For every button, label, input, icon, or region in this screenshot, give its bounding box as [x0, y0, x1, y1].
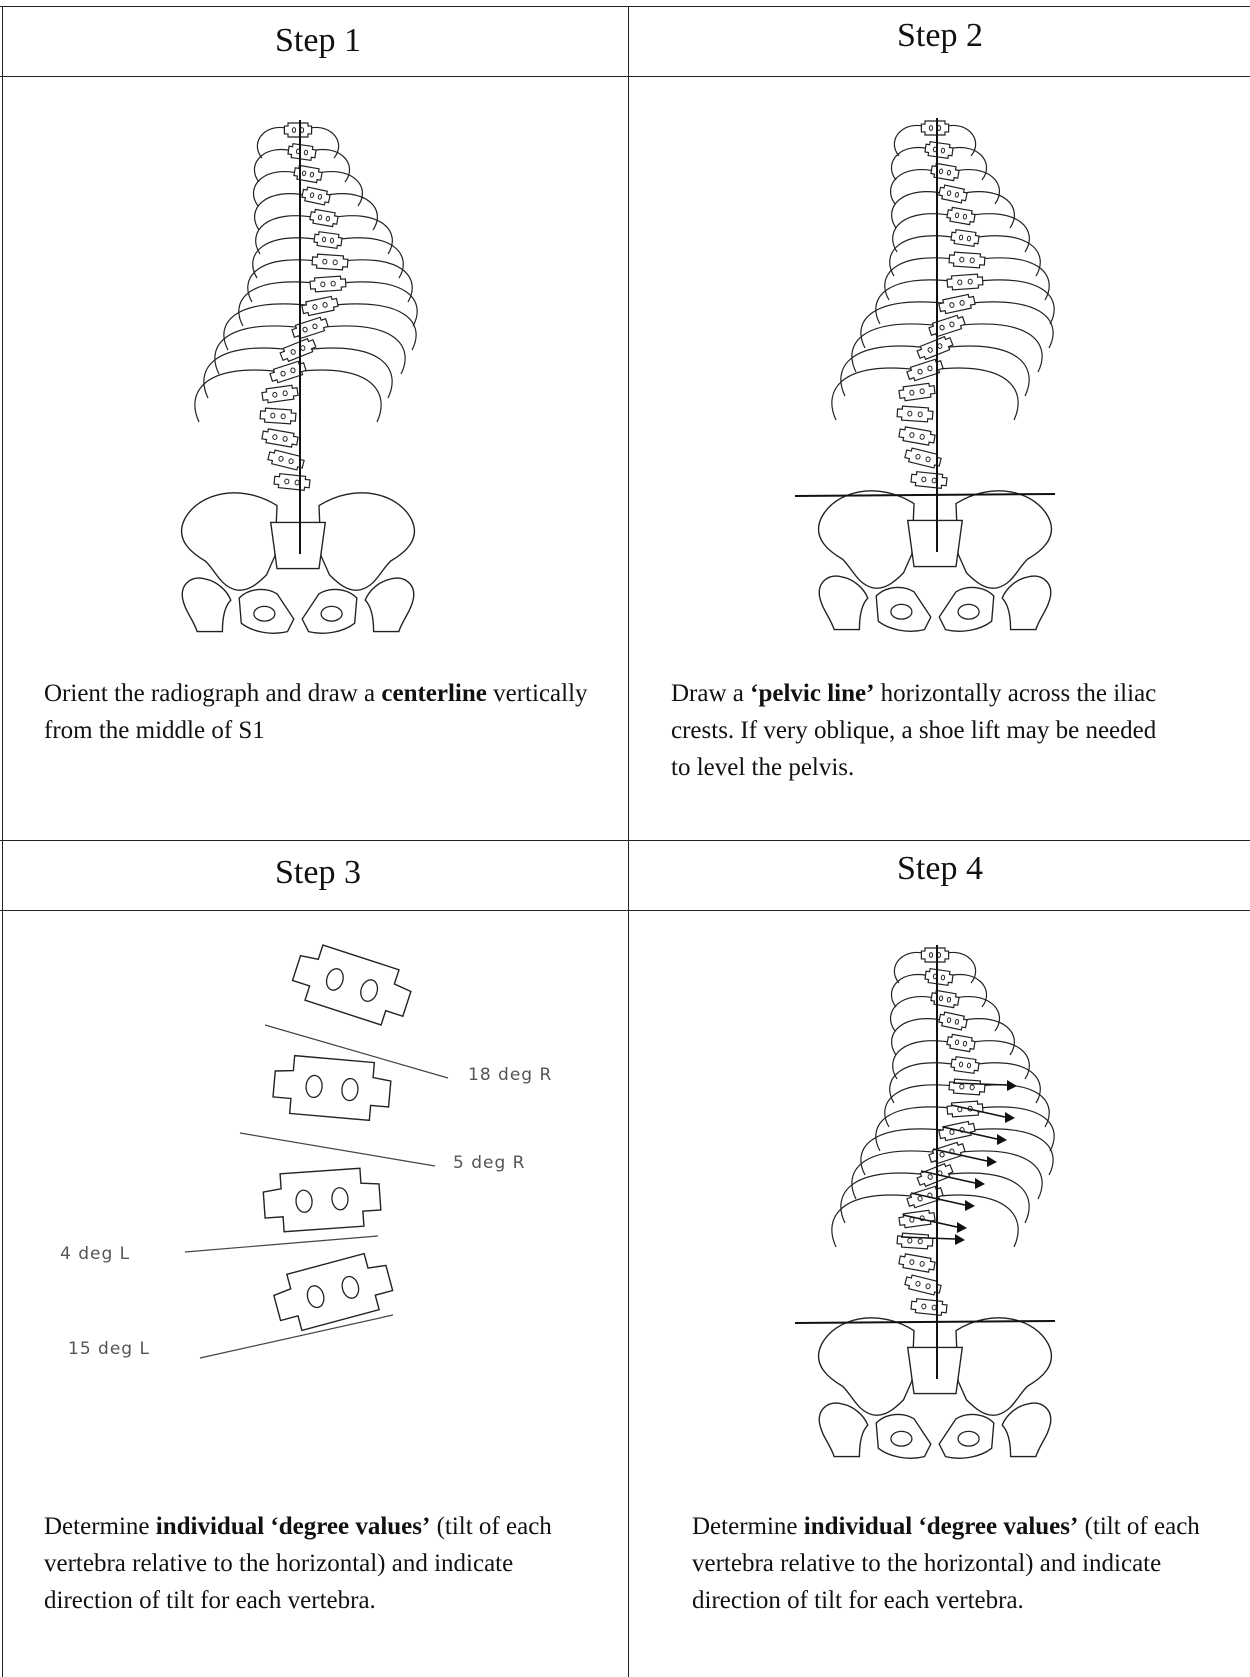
vertebra — [301, 186, 331, 205]
vertebra — [921, 121, 948, 135]
vertebra — [946, 1034, 975, 1053]
frame-header2-bottom — [0, 910, 1250, 911]
vertebra — [898, 426, 935, 446]
spine-figure-tilt-arrows — [805, 945, 1065, 1465]
vertebra — [269, 360, 307, 384]
tilt-line-4 — [200, 1315, 393, 1358]
vertebra — [938, 1011, 968, 1030]
vertebra — [938, 184, 968, 203]
tilt-line-3 — [185, 1236, 378, 1252]
vertebra — [293, 165, 322, 184]
step-2-caption: Draw a ‘pelvic line’ horizontally across… — [671, 675, 1171, 786]
step-4-caption: Determine individual ‘degree values’ (ti… — [692, 1508, 1232, 1619]
vertebra — [930, 163, 959, 182]
vertebra — [947, 274, 983, 290]
vertebra — [938, 1120, 975, 1141]
vertebra — [949, 1079, 985, 1095]
vertebra — [911, 1298, 948, 1316]
vertebra — [897, 1233, 933, 1249]
vertebra — [260, 408, 296, 424]
vertebra — [906, 1185, 944, 1209]
frame-left — [2, 6, 3, 1677]
step-4-title: Step 4 — [790, 850, 1090, 888]
vertebra — [925, 141, 954, 159]
vertebra — [938, 293, 975, 314]
vertebra — [921, 948, 948, 962]
step-2-title: Step 2 — [790, 17, 1090, 55]
vertebra — [947, 1101, 983, 1117]
pelvis — [819, 491, 1052, 631]
vertebra — [899, 383, 936, 402]
vertebra — [906, 358, 944, 382]
tilt-label-4-deg-l: 4 deg L — [60, 1244, 130, 1264]
spine-figure-pelvic-line — [805, 118, 1065, 638]
tilt-line-2 — [240, 1133, 435, 1166]
vertebra — [301, 295, 338, 316]
vertebra — [951, 1056, 980, 1074]
vertebra — [930, 990, 959, 1009]
vertebra — [291, 316, 329, 340]
vertebra-4 — [269, 1249, 396, 1335]
vertebra — [288, 143, 317, 161]
pelvis — [182, 493, 415, 633]
frame-top — [0, 6, 1250, 7]
vertebra — [911, 471, 948, 489]
step-3-title: Step 3 — [168, 854, 468, 892]
vertebra — [928, 1141, 966, 1165]
vertebra — [279, 337, 317, 363]
vertebra — [949, 252, 985, 268]
vertebra — [916, 335, 954, 361]
vertebra — [314, 231, 343, 249]
vertebra — [928, 314, 966, 338]
vertebra-2 — [272, 1054, 393, 1122]
vertebra — [898, 1253, 935, 1273]
vertebra — [951, 229, 980, 247]
step-1-caption: Orient the radiograph and draw a centerl… — [44, 675, 604, 749]
vertebra — [946, 207, 975, 226]
vertebra — [284, 123, 311, 137]
tilt-label-15-deg-l: 15 deg L — [68, 1339, 150, 1359]
vertebra-3 — [262, 1167, 382, 1233]
tilt-label-18-deg-r: 18 deg R — [468, 1065, 552, 1085]
vertebra — [261, 428, 298, 448]
vertebra — [274, 473, 311, 491]
vertebra — [897, 406, 933, 422]
pelvis — [819, 1318, 1052, 1458]
vertebra — [310, 276, 346, 292]
frame-header1-bottom — [0, 76, 1250, 77]
vertebra — [925, 968, 954, 986]
vertebra — [916, 1162, 954, 1188]
tilt-label-5-deg-r: 5 deg R — [453, 1153, 525, 1173]
vertebra — [309, 209, 338, 228]
frame-row1-bottom — [0, 840, 1250, 841]
vertebra — [312, 254, 348, 270]
vertebra — [262, 385, 299, 404]
frame-middle — [628, 6, 629, 1677]
step-1-title: Step 1 — [168, 22, 468, 60]
vertebra — [899, 1210, 936, 1229]
spine-figure-centerline — [168, 120, 428, 640]
vertebra-1 — [288, 939, 416, 1030]
vertebrae-tilt-detail: 18 deg R 5 deg R 4 deg L 15 deg L — [40, 940, 600, 1380]
step-3-caption: Determine individual ‘degree values’ (ti… — [44, 1508, 604, 1619]
